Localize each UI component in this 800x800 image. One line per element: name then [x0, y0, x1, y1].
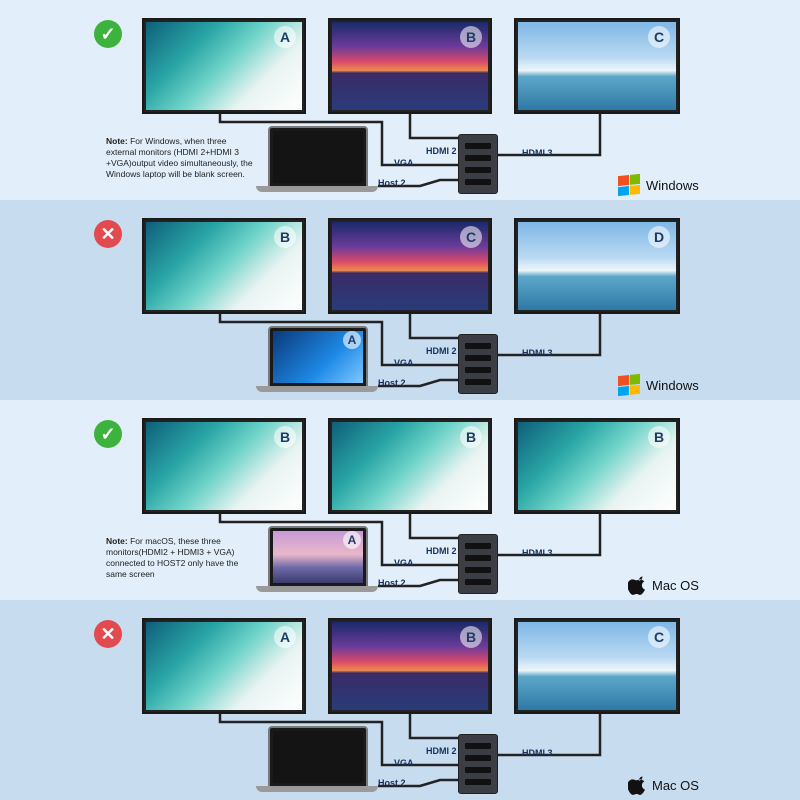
- laptop: A: [268, 526, 368, 588]
- scenario-panel-3: ✓ B B B A HDMI 2 HDMI 3 VGA Host 2 Note:…: [0, 400, 800, 600]
- host2-label: Host 2: [378, 178, 406, 188]
- hdmi3-label: HDMI 3: [522, 748, 553, 758]
- laptop-base: [256, 186, 378, 192]
- monitor-2: B: [328, 18, 492, 114]
- os-label: Mac OS: [652, 777, 699, 793]
- os-badge: Mac OS: [628, 574, 699, 596]
- monitor-1: B: [142, 418, 306, 514]
- laptop-base: [256, 786, 378, 792]
- os-badge: Windows: [618, 173, 699, 197]
- monitor-1: A: [142, 18, 306, 114]
- host2-label: Host 2: [378, 378, 406, 388]
- hdmi2-label: HDMI 2: [426, 546, 457, 556]
- hdmi2-label: HDMI 2: [426, 346, 457, 356]
- note-body: For Windows, when three external monitor…: [106, 136, 253, 179]
- cable-lines: [218, 710, 602, 788]
- host2-label: Host 2: [378, 778, 406, 788]
- monitor-3: B: [514, 418, 680, 514]
- os-label: Windows: [646, 177, 699, 193]
- scenario-panel-1: ✓ A B C HDMI 2 HDMI 3 VGA Host 2 Note: F…: [0, 0, 800, 200]
- monitor-1: B: [142, 218, 306, 314]
- vga-label: VGA: [394, 558, 414, 568]
- monitor-letter: B: [460, 626, 482, 648]
- cross-icon: ✕: [94, 620, 122, 648]
- note-bold: Note:: [106, 536, 128, 546]
- cross-icon: ✕: [94, 220, 122, 248]
- hdmi3-label: HDMI 3: [522, 348, 553, 358]
- note-body: For macOS, these three monitors(HDMI2 + …: [106, 536, 239, 579]
- monitor-2: C: [328, 218, 492, 314]
- windows-logo-icon: [618, 373, 640, 397]
- laptop-screen: [273, 131, 363, 183]
- monitor-letter: A: [274, 26, 296, 48]
- laptop-letter: A: [343, 331, 361, 349]
- windows-logo-icon: [618, 173, 640, 197]
- hdmi2-label: HDMI 2: [426, 146, 457, 156]
- host2-label: Host 2: [378, 578, 406, 588]
- vga-label: VGA: [394, 158, 414, 168]
- laptop: [268, 726, 368, 788]
- vga-label: VGA: [394, 758, 414, 768]
- monitor-3: C: [514, 618, 680, 714]
- monitor-1: A: [142, 618, 306, 714]
- cable-lines: [218, 310, 602, 388]
- monitor-letter: B: [648, 426, 670, 448]
- os-label: Mac OS: [652, 577, 699, 593]
- monitor-letter: C: [648, 626, 670, 648]
- cable-lines: [218, 510, 602, 588]
- hdmi3-label: HDMI 3: [522, 548, 553, 558]
- monitor-2: B: [328, 618, 492, 714]
- docking-hub: [458, 134, 498, 194]
- monitor-2: B: [328, 418, 492, 514]
- note-text: Note: For macOS, these three monitors(HD…: [106, 536, 256, 580]
- monitor-letter: B: [274, 426, 296, 448]
- hdmi3-label: HDMI 3: [522, 148, 553, 158]
- monitor-letter: B: [460, 426, 482, 448]
- monitor-letter: A: [274, 626, 296, 648]
- os-badge: Mac OS: [628, 774, 699, 796]
- laptop-base: [256, 386, 378, 392]
- check-icon: ✓: [94, 420, 122, 448]
- monitor-letter: C: [648, 26, 670, 48]
- monitor-letter: B: [274, 226, 296, 248]
- laptop-letter: A: [343, 531, 361, 549]
- docking-hub: [458, 734, 498, 794]
- laptop: A: [268, 326, 368, 388]
- monitor-letter: B: [460, 26, 482, 48]
- check-icon: ✓: [94, 20, 122, 48]
- docking-hub: [458, 334, 498, 394]
- os-label: Windows: [646, 377, 699, 393]
- vga-label: VGA: [394, 358, 414, 368]
- docking-hub: [458, 534, 498, 594]
- scenario-panel-4: ✕ A B C HDMI 2 HDMI 3 VGA Host 2 Mac OS: [0, 600, 800, 800]
- apple-logo-icon: [628, 576, 645, 595]
- note-text: Note: For Windows, when three external m…: [106, 136, 256, 180]
- note-bold: Note:: [106, 136, 128, 146]
- os-badge: Windows: [618, 373, 699, 397]
- laptop-screen: [273, 731, 363, 783]
- monitor-3: C: [514, 18, 680, 114]
- laptop-base: [256, 586, 378, 592]
- monitor-letter: C: [460, 226, 482, 248]
- monitor-letter: D: [648, 226, 670, 248]
- laptop: [268, 126, 368, 188]
- scenario-panel-2: ✕ B C D A HDMI 2 HDMI 3 VGA Host 2 Windo…: [0, 200, 800, 400]
- hdmi2-label: HDMI 2: [426, 746, 457, 756]
- apple-logo-icon: [628, 776, 645, 795]
- monitor-3: D: [514, 218, 680, 314]
- cable-lines: [218, 110, 602, 188]
